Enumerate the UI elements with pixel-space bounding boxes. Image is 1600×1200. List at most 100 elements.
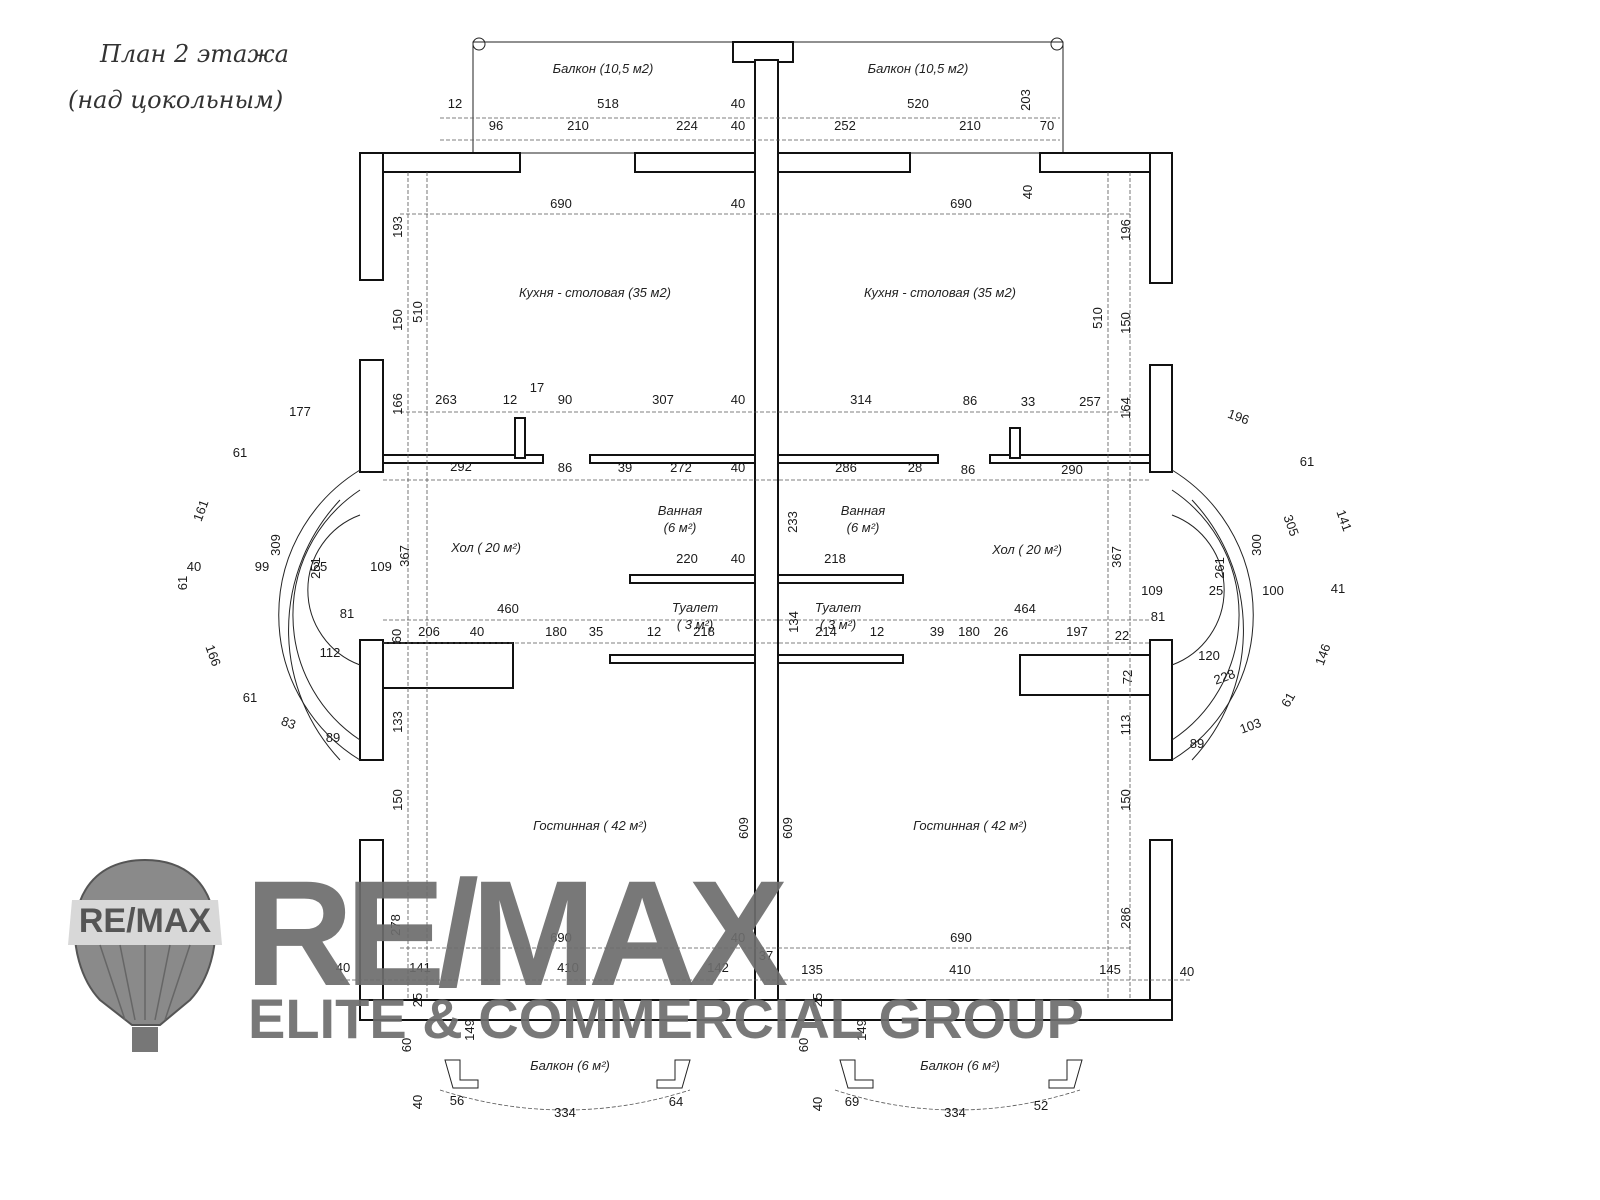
dimension-label: 161: [190, 498, 212, 524]
dimension-label: 410: [557, 960, 579, 975]
plan-title: План 2 этажа: [99, 40, 289, 68]
dimension-label: 109: [370, 559, 392, 574]
remax-wordmark: RE/MAX: [245, 849, 787, 1017]
dimension-label: 37: [759, 948, 773, 963]
dimension-label: 60: [796, 1038, 811, 1052]
dimension-label: 22: [1115, 628, 1129, 643]
dimension-label: 60: [399, 1038, 414, 1052]
dimension-label: 286: [835, 460, 857, 475]
dimension-label: 86: [961, 462, 975, 477]
dimension-label: 40: [731, 930, 745, 945]
dimension-label: 210: [567, 118, 589, 133]
dimension-label: 12: [503, 392, 517, 407]
dimension-label: 40: [187, 559, 201, 574]
dimension-label: 89: [326, 730, 340, 745]
dimension-label: 149: [854, 1019, 869, 1041]
room-bath-right-area: (6 м²): [847, 520, 880, 535]
room-bath-right: Ванная: [841, 503, 885, 518]
dimension-label: 25: [1209, 583, 1223, 598]
dimension-label: 135: [801, 962, 823, 977]
dimension-label: 520: [907, 96, 929, 111]
remax-logo: RE/MAX RE/MAX ELITE & COMMERCIAL GROUP: [68, 849, 1084, 1052]
dimension-label: 166: [202, 643, 224, 669]
dimension-label: 690: [550, 196, 572, 211]
dimension-label: 261: [1212, 557, 1227, 579]
dimension-label: 69: [845, 1094, 859, 1109]
dimension-label: 96: [489, 118, 503, 133]
dimension-label: 60: [389, 629, 404, 643]
dimension-label: 263: [435, 392, 457, 407]
dimension-label: 510: [1090, 307, 1105, 329]
dimension-label: 12: [448, 96, 462, 111]
dimension-label: 64: [669, 1094, 683, 1109]
dimension-label: 40: [731, 460, 745, 475]
dimension-label: 206: [418, 624, 440, 639]
dimension-label: 220: [676, 551, 698, 566]
dimension-label: 228: [1212, 666, 1238, 688]
dimension-label: 12: [647, 624, 661, 639]
room-wc-right-area: ( 3 м²): [820, 617, 856, 632]
dimension-label: 99: [255, 559, 269, 574]
room-balcony-bottom-right: Балкон (6 м²): [920, 1058, 1000, 1073]
dimension-label: 314: [850, 392, 872, 407]
dimension-label: 90: [558, 392, 572, 407]
dimension-label: 40: [731, 551, 745, 566]
dimension-label: 180: [958, 624, 980, 639]
dimension-label: 112: [320, 645, 341, 660]
dimension-label: 61: [243, 690, 257, 705]
dimension-label: 177: [289, 404, 311, 419]
dimension-label: 25: [410, 993, 425, 1007]
dimension-label: 28: [908, 460, 922, 475]
dimension-label: 690: [550, 930, 572, 945]
dimension-label: 113: [1118, 715, 1133, 736]
dimension-label: 367: [397, 545, 412, 567]
dimension-label: 180: [545, 624, 567, 639]
dimension-label: 334: [554, 1105, 576, 1120]
dimension-label: 410: [949, 962, 971, 977]
dimension-label: 146: [1312, 642, 1334, 668]
dimension-label: 81: [340, 606, 354, 621]
dimension-label: 193: [390, 216, 405, 238]
room-living-left: Гостинная ( 42 м²): [533, 818, 647, 833]
dimension-label: 40: [1020, 185, 1035, 199]
dimension-label: 334: [944, 1105, 966, 1120]
dimension-label: 61: [175, 576, 190, 590]
dimension-label: 17: [530, 380, 544, 395]
dimension-label: 72: [1120, 670, 1135, 684]
dimension-label: 83: [279, 713, 298, 732]
dimension-label: 120: [1198, 648, 1220, 663]
dimension-label: 103: [1238, 715, 1264, 737]
dimension-label: 251: [308, 557, 323, 579]
dimension-label: 26: [994, 624, 1008, 639]
dimension-label: 150: [390, 789, 405, 811]
dimension-label: 12: [870, 624, 884, 639]
room-labels: Балкон (10,5 м2) Балкон (10,5 м2) Кухня …: [450, 61, 1062, 1073]
room-wc-left-area: ( 3 м²): [677, 617, 713, 632]
dimension-label: 196: [1118, 219, 1133, 241]
company-group-name: ELITE & COMMERCIAL GROUP: [248, 987, 1084, 1050]
dimension-label: 40: [810, 1097, 825, 1111]
dimension-label: 218: [693, 624, 715, 639]
dimension-label: 40: [731, 196, 745, 211]
dimension-label: 40: [336, 960, 350, 975]
dimension-label: 150: [390, 309, 405, 331]
balloon-icon: RE/MAX: [68, 858, 222, 1052]
dimension-label: 134: [786, 611, 801, 633]
dimension-label: 39: [930, 624, 944, 639]
dimension-label: 252: [834, 118, 856, 133]
dimension-label: 197: [1066, 624, 1088, 639]
room-bath-left-area: (6 м²): [664, 520, 697, 535]
dimension-label: 218: [824, 551, 846, 566]
dimension-label: 278: [388, 914, 403, 936]
dimension-label: 214: [815, 624, 837, 639]
dimension-label: 56: [450, 1093, 464, 1108]
room-hall-left: Хол ( 20 м²): [450, 540, 521, 555]
dimension-label: 286: [1118, 907, 1133, 929]
dimension-label: 690: [950, 196, 972, 211]
dimension-label: 690: [950, 930, 972, 945]
dimension-label: 224: [676, 118, 698, 133]
dimension-label: 367: [1109, 546, 1124, 568]
dimension-label: 142: [707, 960, 729, 975]
dimension-label: 203: [1018, 89, 1033, 111]
